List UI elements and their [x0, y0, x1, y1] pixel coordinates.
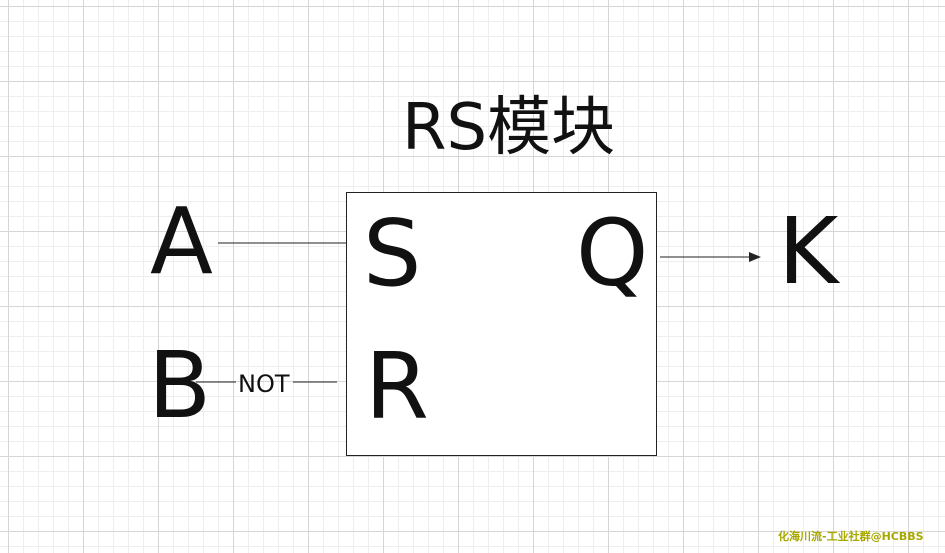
output-label-k: K	[778, 198, 839, 305]
input-label-b: B	[148, 332, 212, 439]
block-pin-q: Q	[576, 200, 649, 307]
block-pin-s: S	[363, 200, 422, 307]
input-label-a: A	[150, 188, 213, 295]
block-pin-r: R	[365, 333, 429, 440]
rs-block-box	[346, 192, 657, 456]
watermark-text: 化海川流-工业社群@HCBBS	[778, 530, 924, 543]
not-gate-label: NOT	[238, 370, 290, 398]
diagram-title: RS模块	[402, 91, 616, 165]
